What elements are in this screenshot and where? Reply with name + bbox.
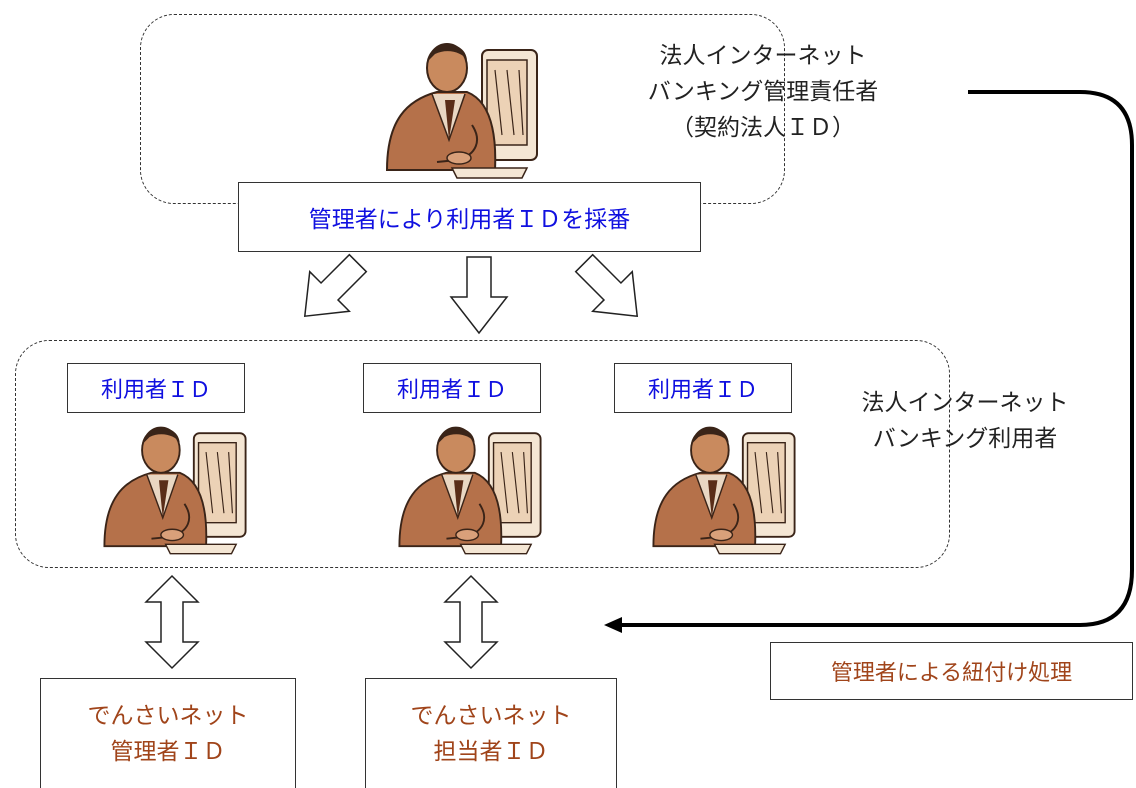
admin-role-line3: （契約法人ＩＤ） [671,115,855,141]
user-id-box-3: 利用者ＩＤ [614,363,792,413]
user-person-2-icon [390,410,550,560]
flow-arrows [144,90,1134,670]
users-group [15,340,950,568]
link-arrowhead-icon [604,617,622,633]
link-process-text: 管理者による紐付け処理 [830,661,1073,686]
user-person-1-icon [95,410,255,560]
users-role-label: 法人インターネット バンキング利用者 [830,385,1100,457]
user-id-box-2: 利用者ＩＤ [363,363,541,413]
arrow-down-right-icon [574,253,639,318]
admin-person-icon [377,30,547,180]
user-id-text-3: 利用者ＩＤ [647,378,758,403]
densai-staff-line2: 担当者ＩＤ [433,738,549,765]
user-id-text-2: 利用者ＩＤ [396,378,507,403]
user-id-text-1: 利用者ＩＤ [100,378,211,403]
admin-role-label: 法人インターネット バンキング管理責任者 （契約法人ＩＤ） [618,38,908,146]
link-connector-line [618,90,1134,627]
bidirectional-arrow-1-icon [144,574,200,670]
user-person-3-icon [644,410,804,560]
link-process-box: 管理者による紐付け処理 [770,642,1133,700]
bidirectional-arrow-2-icon [443,574,499,670]
users-role-line2: バンキング利用者 [872,426,1058,452]
densai-admin-line2: 管理者ＩＤ [110,738,226,765]
admin-role-line2: バンキング管理責任者 [647,79,879,105]
arrow-down-left-icon [303,253,368,318]
admin-role-line1: 法人インターネット [659,43,867,69]
assign-id-box: 管理者により利用者ＩＤを採番 [238,182,701,252]
densai-staff-box: でんさいネット 担当者ＩＤ [365,678,617,788]
densai-admin-box: でんさいネット 管理者ＩＤ [40,678,296,788]
densai-staff-line1: でんさいネット [410,702,572,729]
user-id-box-1: 利用者ＩＤ [67,363,245,413]
users-role-line1: 法人インターネット [861,390,1069,416]
assign-id-text: 管理者により利用者ＩＤを採番 [308,207,631,233]
densai-admin-line1: でんさいネット [87,702,249,729]
arrow-down-icon [449,256,509,335]
